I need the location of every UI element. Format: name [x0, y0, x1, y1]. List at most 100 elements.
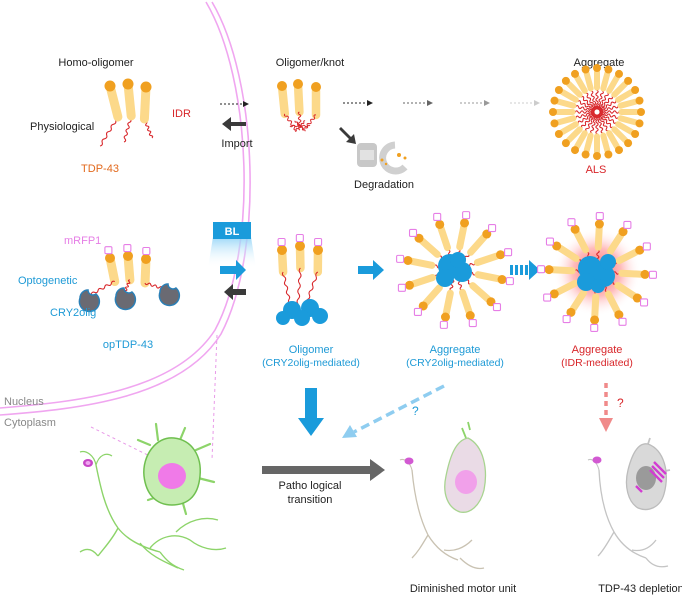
idr-tail	[579, 113, 596, 130]
rrm-domain	[606, 231, 625, 255]
oligomer-knot	[277, 79, 321, 132]
rrm-domain	[583, 70, 594, 92]
rrm-domain	[123, 83, 136, 121]
rrm-domain	[574, 130, 588, 150]
mrfp1-tag	[439, 320, 448, 329]
rrm-domain	[469, 282, 492, 303]
ntd-head	[635, 119, 644, 128]
ntd-head	[403, 255, 413, 265]
rrm-domain	[618, 269, 645, 278]
rrm-domain	[600, 70, 611, 92]
idr-tail	[597, 114, 611, 134]
idr-tail	[303, 114, 317, 131]
cry2-oligomer	[276, 233, 328, 326]
knot-fiber	[299, 124, 311, 128]
rrm-domain	[555, 115, 577, 126]
ntd-head	[293, 79, 303, 89]
rrm-domain	[409, 274, 437, 288]
ntd-head	[635, 96, 644, 105]
diminished-label: Diminished motor unit	[410, 583, 516, 595]
mrfp1-tag	[567, 218, 576, 227]
rrm-domain	[123, 255, 135, 285]
mrfp1-tag	[488, 223, 497, 233]
ntd-head	[624, 139, 633, 148]
cry2-cluster	[294, 310, 310, 326]
mrfp1-tag	[413, 307, 422, 317]
ntd-head	[497, 275, 507, 285]
bl-label: BL	[225, 226, 240, 238]
rrm-domain	[277, 249, 288, 277]
healthy-motor-neuron	[79, 422, 227, 571]
reverse-arrow	[224, 284, 246, 300]
idr-tail	[597, 87, 604, 110]
ntd-head	[550, 119, 559, 128]
ntd-head	[122, 78, 134, 90]
knot-fiber	[299, 120, 306, 127]
progression-arrows	[343, 100, 540, 106]
idr-mediated-label: (IDR-mediated)	[561, 357, 633, 369]
ntd-head	[593, 152, 601, 160]
ntd-head	[631, 130, 640, 138]
ntd-head	[544, 265, 554, 275]
mrfp1-tag	[590, 323, 599, 332]
ntd-head	[123, 251, 133, 261]
nuclear-membrane	[0, 1, 251, 416]
rrm-domain	[408, 257, 436, 269]
mrfp1-tag	[505, 277, 514, 286]
ntd-head	[549, 108, 557, 116]
cry2olig-domain	[158, 283, 181, 307]
ntd-head	[440, 312, 450, 322]
cry2-core	[600, 254, 616, 270]
cry2-aggregate	[396, 211, 514, 329]
idr-tail	[575, 99, 596, 111]
idr-tail	[589, 88, 598, 110]
ntd-head	[566, 307, 576, 317]
optogenetic-label: Optogenetic	[18, 275, 78, 287]
rrm-domain	[604, 290, 621, 315]
cry2-core	[450, 252, 466, 268]
question-mark-1: ?	[412, 404, 419, 418]
idr-tail	[599, 110, 622, 114]
optdp43-label: opTDP-43	[103, 339, 153, 351]
ntd-head	[435, 219, 445, 229]
ntd-head	[570, 224, 580, 234]
down-arrow-oligomer	[298, 388, 324, 436]
tdp43-label: TDP-43	[81, 163, 119, 175]
als-label: ALS	[586, 164, 607, 176]
ntd-head	[640, 269, 650, 279]
rrm-domain	[456, 223, 468, 251]
mrfp1-tag	[648, 270, 657, 279]
ntd-head	[105, 253, 115, 263]
physiological-label: Physiological	[30, 121, 94, 133]
nucleus-label: Nucleus	[4, 396, 44, 408]
mrfp1-tag	[314, 237, 323, 247]
depleted-neuron	[587, 437, 671, 568]
rrm-domain	[583, 132, 594, 154]
mrfp1-tag	[545, 237, 555, 246]
idr-tail	[598, 90, 610, 111]
mrfp1-tag	[618, 317, 627, 326]
idr-label: IDR	[172, 108, 191, 120]
rrm-domain	[474, 271, 502, 283]
homo-oligomer-tdp43	[99, 78, 154, 147]
rrm-domain	[606, 74, 620, 94]
ntd-head	[593, 64, 601, 72]
idr-tail	[599, 112, 622, 119]
rrm-domain	[565, 126, 583, 144]
knot-fiber	[299, 125, 306, 132]
ntd-head	[604, 65, 613, 74]
question-mark-2: ?	[617, 396, 624, 410]
rrm-domain	[106, 257, 120, 287]
idr-tail	[87, 280, 116, 297]
ntd-head	[550, 96, 559, 105]
idr-tail	[579, 94, 596, 111]
ntd-head	[618, 227, 628, 237]
aggregate-right-label: Aggregate	[572, 344, 623, 356]
ntd-head	[465, 311, 475, 321]
cry2-core	[591, 279, 605, 293]
rrm-domain	[591, 293, 600, 320]
idr-tail	[599, 98, 619, 112]
ntd-head	[404, 280, 414, 290]
ntd-head	[632, 293, 642, 303]
idr-tail	[583, 90, 597, 110]
